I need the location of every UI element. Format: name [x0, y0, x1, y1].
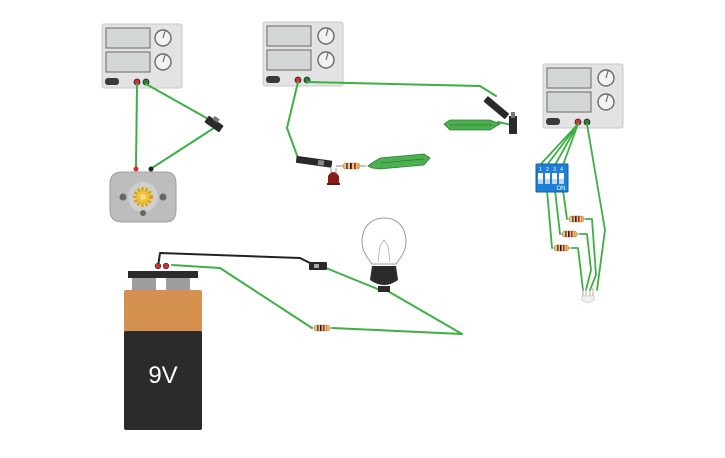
wire-battery-black[interactable] — [157, 252, 313, 268]
slide-switch-4[interactable] — [309, 262, 327, 270]
wires — [135, 81, 606, 335]
alligator-clip-1[interactable] — [367, 153, 431, 170]
power-supply-1[interactable] — [101, 23, 183, 89]
wire-ps2-to-switch[interactable] — [286, 81, 299, 159]
wire-ps3-to-dip-1[interactable] — [539, 123, 579, 166]
wire-resistor-to-battery[interactable] — [171, 264, 313, 329]
wire-dip-to-resistor-c[interactable] — [546, 189, 553, 249]
dip-number-2: 2 — [546, 167, 549, 173]
dip-number-4: 4 — [560, 167, 563, 173]
resistor-b[interactable] — [560, 230, 580, 238]
resistor-c[interactable] — [552, 244, 572, 252]
wire-ps3-to-dip-2[interactable] — [546, 123, 579, 166]
battery-9v[interactable]: 9V — [124, 262, 202, 430]
wire-resistor-b-to-led[interactable] — [579, 233, 592, 291]
wire-dip-to-resistor-b[interactable] — [554, 189, 561, 235]
battery-terminal-positive[interactable] — [162, 262, 170, 270]
wire-switch-to-bulb[interactable] — [325, 267, 381, 291]
power-supply-3[interactable] — [542, 63, 624, 129]
resistor-a[interactable] — [567, 215, 586, 223]
dip-toggle-4[interactable] — [559, 173, 564, 184]
motor-terminal-negative[interactable] — [148, 166, 154, 172]
wire-junction-to-resistor[interactable] — [331, 327, 463, 335]
wire-ps3-to-dip-4[interactable] — [562, 123, 579, 166]
motor-terminal-positive[interactable] — [133, 166, 139, 172]
wire-ps3-to-dip-3[interactable] — [554, 123, 579, 166]
battery-label: 9V — [148, 362, 177, 389]
slide-switch-2[interactable] — [295, 155, 333, 168]
wire-ps1-to-switch[interactable] — [145, 83, 211, 121]
dip-toggle-3[interactable] — [552, 173, 557, 184]
wire-dip-to-resistor-a[interactable] — [562, 189, 568, 220]
wire-bulb-to-junction[interactable] — [385, 289, 463, 335]
dc-motor[interactable] — [109, 166, 177, 223]
resistor-circuit2[interactable] — [336, 162, 366, 170]
dip-toggle-2[interactable] — [545, 173, 550, 184]
dip-toggle-1[interactable] — [538, 173, 543, 184]
dip-switch[interactable]: 1 2 3 4 ON — [535, 163, 569, 193]
dip-number-3: 3 — [553, 167, 556, 173]
power-supply-2[interactable] — [262, 21, 344, 87]
rgb-led[interactable] — [581, 288, 595, 303]
wire-resistor-c-to-led[interactable] — [571, 247, 584, 291]
dip-number-1: 1 — [539, 167, 542, 173]
resistor-circuit4[interactable] — [310, 324, 334, 332]
pushbutton-switch[interactable] — [483, 96, 517, 134]
red-led[interactable] — [327, 168, 340, 185]
dip-on-label: ON — [557, 186, 566, 192]
wire-resistor-a-to-led[interactable] — [585, 218, 597, 291]
battery-terminal-negative[interactable] — [154, 262, 162, 270]
wire-ps1-to-motor[interactable] — [135, 83, 138, 169]
slide-switch-1[interactable] — [204, 113, 225, 133]
light-bulb[interactable] — [361, 217, 407, 292]
wire-ps3-to-led[interactable] — [586, 123, 606, 291]
wire-switch-to-motor[interactable] — [151, 127, 215, 169]
alligator-clip-2[interactable] — [443, 119, 501, 131]
wire-ps2-to-pushbutton[interactable] — [306, 81, 497, 97]
